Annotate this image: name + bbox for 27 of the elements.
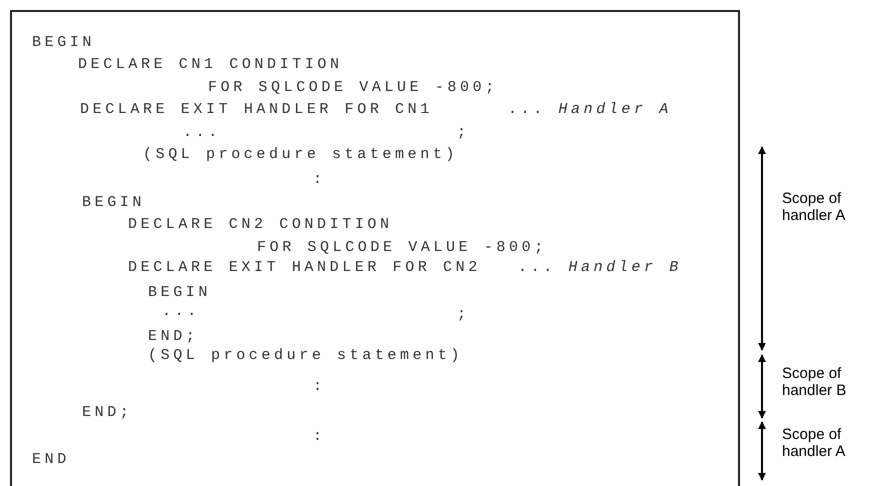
code-line: ;: [457, 124, 470, 142]
code-line: END: [32, 451, 70, 469]
code-line: :: [313, 428, 326, 446]
code-line: DECLARE CN2 CONDITION: [128, 216, 393, 234]
code-line: (SQL procedure statement): [143, 146, 458, 164]
code-line: DECLARE EXIT HANDLER FOR CN2: [128, 259, 481, 277]
code-line: ;: [457, 306, 470, 324]
code-line: END;: [148, 328, 198, 346]
code-line: ...: [183, 124, 221, 142]
code-line: END;: [82, 404, 132, 422]
code-line: BEGIN: [82, 194, 146, 212]
code-line: DECLARE EXIT HANDLER FOR CN1: [80, 101, 433, 119]
code-line: BEGIN: [32, 34, 96, 52]
scope-label: Scope of handler B: [782, 365, 848, 399]
code-line: :: [313, 171, 326, 189]
scope-label: Scope of handler A: [782, 426, 846, 460]
code-line: FOR SQLCODE VALUE -800;: [257, 239, 547, 257]
code-line: :: [313, 378, 326, 396]
code-listing-panel: [10, 10, 740, 486]
code-line: FOR SQLCODE VALUE -800;: [208, 79, 498, 97]
code-line: (SQL procedure statement): [148, 347, 464, 365]
code-line: DECLARE CN1 CONDITION: [78, 56, 343, 74]
handler-note: ... Handler A: [508, 101, 672, 119]
handler-note: ... Handler B: [518, 259, 682, 277]
code-line: BEGIN: [148, 284, 212, 302]
scope-label: Scope of handler A: [782, 190, 846, 224]
code-line: ...: [162, 303, 200, 321]
